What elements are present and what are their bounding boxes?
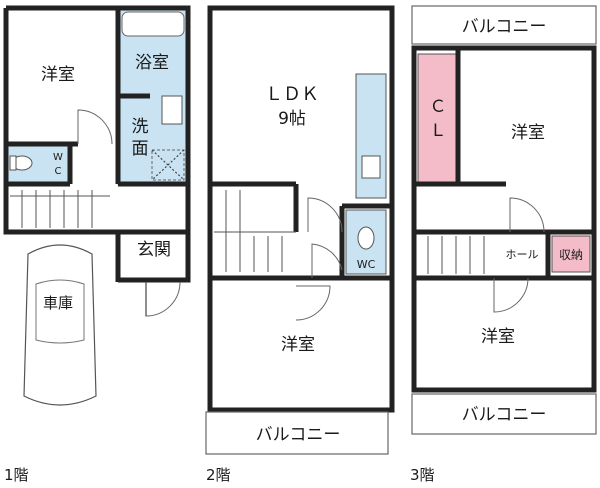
room-western-1f: 洋室 (41, 65, 75, 85)
door-entrance (145, 281, 181, 317)
floor1-outer-wall (6, 5, 191, 283)
floor-2: ＬＤＫ 9帖 WC 洋室 バルコニー 2階 (205, 5, 395, 484)
room-washroom-line1: 洗 (132, 117, 149, 137)
toilet-icon (357, 226, 375, 250)
floor-3: バルコニー Ｃ Ｌ 洋室 ホール 収納 洋室 バルコニー 3階 (410, 5, 597, 484)
room-bath: 浴室 (135, 53, 169, 73)
bathtub-icon (121, 11, 185, 37)
room-wc-line2: C (55, 166, 62, 177)
floor-label-2: 2階 (206, 466, 231, 484)
room-ldk: ＬＤＫ (265, 84, 319, 105)
room-washroom-line2: 面 (132, 139, 149, 159)
room-wc-line1: W (53, 152, 63, 163)
balcony-3f-top (411, 5, 597, 45)
balcony-3f-top-label: バルコニー (462, 17, 547, 37)
floor2-outer-wall (207, 5, 395, 413)
room-western-3f-bottom: 洋室 (481, 327, 515, 347)
stairs-floor3 (427, 236, 485, 274)
room-entrance: 玄関 (137, 240, 171, 260)
floor3-outer-wall (411, 45, 597, 393)
balcony-3f-bottom (411, 393, 597, 435)
closet-fill (417, 53, 459, 183)
floor-label-3: 3階 (410, 466, 435, 484)
floor-1: 洋室 浴室 洗 面 W C 玄関 車庫 1階 (3, 5, 191, 484)
balcony-2f (205, 411, 389, 455)
closet-label-line1: Ｃ (430, 97, 447, 117)
storage-fill (551, 235, 591, 273)
laundry-pan-icon (151, 149, 185, 181)
floor-label-1: 1階 (4, 466, 29, 484)
car-icon (23, 244, 97, 406)
room-western-3f-top: 洋室 (511, 123, 545, 143)
balcony-3f-bottom-label: バルコニー (462, 405, 547, 425)
room-hall: ホール (506, 248, 539, 261)
room-wc-2f: WC (357, 258, 376, 271)
balcony-2f-label: バルコニー (256, 425, 341, 445)
room-ldk-size: 9帖 (278, 109, 306, 129)
kitchen-counter (355, 73, 387, 199)
stairs-floor2 (214, 190, 296, 272)
door-western1 (77, 109, 113, 145)
washbasin-icon (161, 95, 183, 125)
room-storage: 収納 (559, 248, 583, 262)
room-garage: 車庫 (43, 294, 73, 312)
closet-label-line2: Ｌ (430, 121, 447, 141)
room-western-2f: 洋室 (281, 335, 315, 355)
stairs-floor1 (10, 190, 110, 228)
